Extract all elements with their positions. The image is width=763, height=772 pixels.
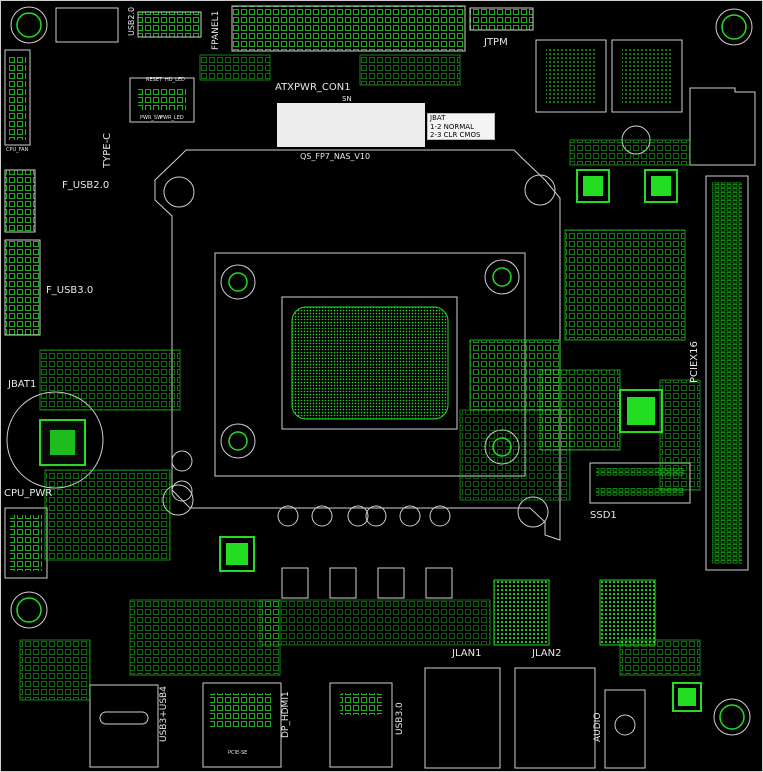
jlan1-port xyxy=(424,667,501,769)
qs-fp7-label: QS_FP7_NAS_V10 xyxy=(300,152,371,161)
audio-jack xyxy=(604,689,646,769)
top-right-chip-b xyxy=(611,39,683,113)
mount-hole-tr xyxy=(715,8,753,46)
audio-label: AUDIO xyxy=(593,712,603,742)
usb30-bottom-port xyxy=(329,682,393,768)
f-usb20-label: F_USB2.0 xyxy=(62,180,110,191)
cpu-fan-header xyxy=(4,49,31,146)
fp-pwrled-label: PWR_LED xyxy=(160,115,184,121)
sn-sticker-area xyxy=(277,103,425,147)
pcie-bottom-label: PCIE-SE xyxy=(228,750,248,756)
fp-pwrsw-label: PWR_SW xyxy=(140,115,163,121)
dp-hdmi1-label: DP_HDMI1 xyxy=(281,691,291,738)
atxpwr-label: ATXPWR_CON1 xyxy=(275,82,351,93)
fpanel-diagram-box xyxy=(129,77,195,123)
usb-typec-port xyxy=(89,684,159,768)
f-usb20-header xyxy=(4,169,36,233)
top-left-header xyxy=(55,7,119,43)
jtpm-header xyxy=(469,7,534,31)
jtpm-label: JTPM xyxy=(484,37,508,48)
mount-hole-tl xyxy=(10,6,48,44)
vrm-row xyxy=(171,450,453,599)
lan-chip-2 xyxy=(599,579,656,646)
ssd1-label: SSD1 xyxy=(590,510,617,521)
pciex16-label: PCIEX16 xyxy=(689,341,700,383)
f-usb30-header xyxy=(4,239,41,336)
fp-reset-label: RESET xyxy=(146,77,163,83)
usb20-top-label: USB2.0 xyxy=(127,6,136,36)
jlan2-port xyxy=(514,667,596,769)
fpanel1-label: FPANEL1 xyxy=(211,10,221,50)
mount-hole-br xyxy=(713,698,751,736)
cpu-package xyxy=(281,296,458,430)
jbat-table-row-1: 1-2 NORMAL xyxy=(430,123,474,131)
mount-hole-ml xyxy=(10,591,48,629)
pcie-x16-slot xyxy=(705,175,749,571)
cpu-pwr-label: CPU_PWR xyxy=(4,488,53,499)
f-usb30-label: F_USB3.0 xyxy=(46,285,94,296)
type-c-label: TYPE-C xyxy=(102,132,113,168)
usb3-usb4-label: USB3+USB4 xyxy=(159,686,169,742)
jlan1-label: JLAN1 xyxy=(452,648,482,659)
usb30-bottom-label: USB3.0 xyxy=(395,702,405,735)
cpu-bga-field xyxy=(291,306,449,420)
io-chips xyxy=(219,169,702,712)
dp-hdmi-port xyxy=(202,682,282,768)
fp-hdled-label: HD_LED xyxy=(165,77,185,83)
passive-components xyxy=(19,54,701,701)
cpu-fan-label: CPU_FAN xyxy=(6,147,29,153)
usb20-top-header xyxy=(137,11,202,38)
top-right-chip-a xyxy=(535,39,607,113)
jbat-table: JBAT 1-2 NORMAL 2-3 CLR CMOS xyxy=(427,113,495,140)
cpu-bracket-outline xyxy=(154,149,561,541)
mounting-holes xyxy=(10,6,753,736)
jbat1-label: JBAT1 xyxy=(8,379,37,390)
lan-chip-1 xyxy=(493,579,550,646)
jbat-table-row-2: 2-3 CLR CMOS xyxy=(430,131,481,139)
jlan2-label: JLAN2 xyxy=(532,648,562,659)
sn-label: SN xyxy=(342,95,352,103)
jbat-table-title: JBAT xyxy=(430,114,446,122)
atx-power-connector xyxy=(231,5,466,52)
